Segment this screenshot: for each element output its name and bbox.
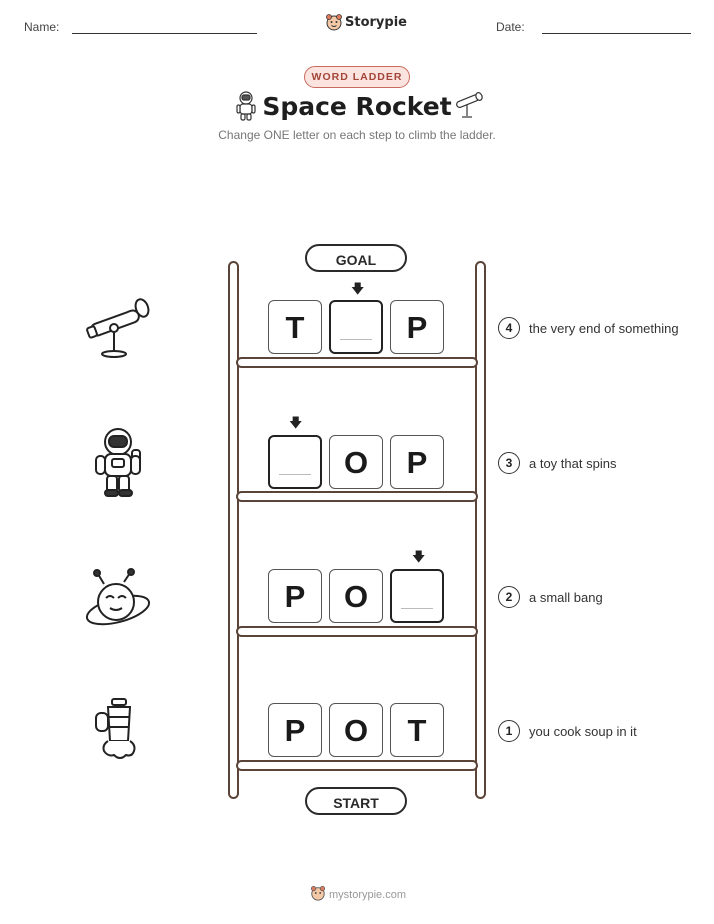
letter-tile: P — [268, 569, 322, 623]
astronaut-icon — [92, 426, 144, 498]
step-number: 4 — [498, 317, 520, 339]
instructions: Change ONE letter on each step to climb … — [218, 128, 496, 142]
word-ladder-badge: WORD LADDER — [304, 66, 410, 88]
change-arrow-icon: 🡇 — [289, 415, 303, 430]
step-number: 2 — [498, 586, 520, 608]
change-arrow-icon: 🡇 — [412, 549, 426, 564]
letter-tile: O — [329, 569, 383, 623]
ladder-rung-3 — [236, 491, 478, 502]
brand-name: Storypie — [345, 15, 407, 30]
ladder-rung-4 — [236, 357, 478, 368]
letter-input[interactable] — [268, 435, 322, 489]
telescope-small-icon — [452, 92, 484, 120]
storypie-logo-icon — [325, 13, 343, 31]
letter-tile: P — [268, 703, 322, 757]
ladder-rung-1 — [236, 760, 478, 771]
step-clue: the very end of something — [529, 321, 679, 336]
telescope-icon — [84, 295, 152, 361]
name-label: Name: — [24, 20, 60, 34]
date-label: Date: — [496, 20, 525, 34]
alien-planet-icon — [84, 568, 152, 628]
ladder-right-rail — [475, 261, 486, 799]
letter-tile: T — [268, 300, 322, 354]
letter-tile: P — [390, 300, 444, 354]
page-title: Space Rocket — [262, 92, 452, 121]
ladder-left-rail — [228, 261, 239, 799]
step-clue: you cook soup in it — [529, 724, 637, 739]
step-clue: a small bang — [529, 590, 603, 605]
letter-input[interactable] — [329, 300, 383, 354]
name-field[interactable] — [72, 33, 257, 34]
storypie-footer-logo-icon — [310, 885, 326, 901]
rocket-icon — [92, 697, 146, 765]
step-number: 1 — [498, 720, 520, 742]
goal-label: GOAL — [305, 244, 407, 272]
step-clue: a toy that spins — [529, 456, 617, 471]
date-field[interactable] — [542, 33, 691, 34]
step-number: 3 — [498, 452, 520, 474]
start-label: START — [305, 787, 407, 815]
ladder-rung-2 — [236, 626, 478, 637]
letter-tile: T — [390, 703, 444, 757]
change-arrow-icon: 🡇 — [351, 281, 365, 296]
letter-input[interactable] — [390, 569, 444, 623]
letter-tile: O — [329, 703, 383, 757]
footer-url: mystorypie.com — [329, 889, 407, 901]
letter-tile: P — [390, 435, 444, 489]
astronaut-small-icon — [233, 90, 259, 122]
letter-tile: O — [329, 435, 383, 489]
